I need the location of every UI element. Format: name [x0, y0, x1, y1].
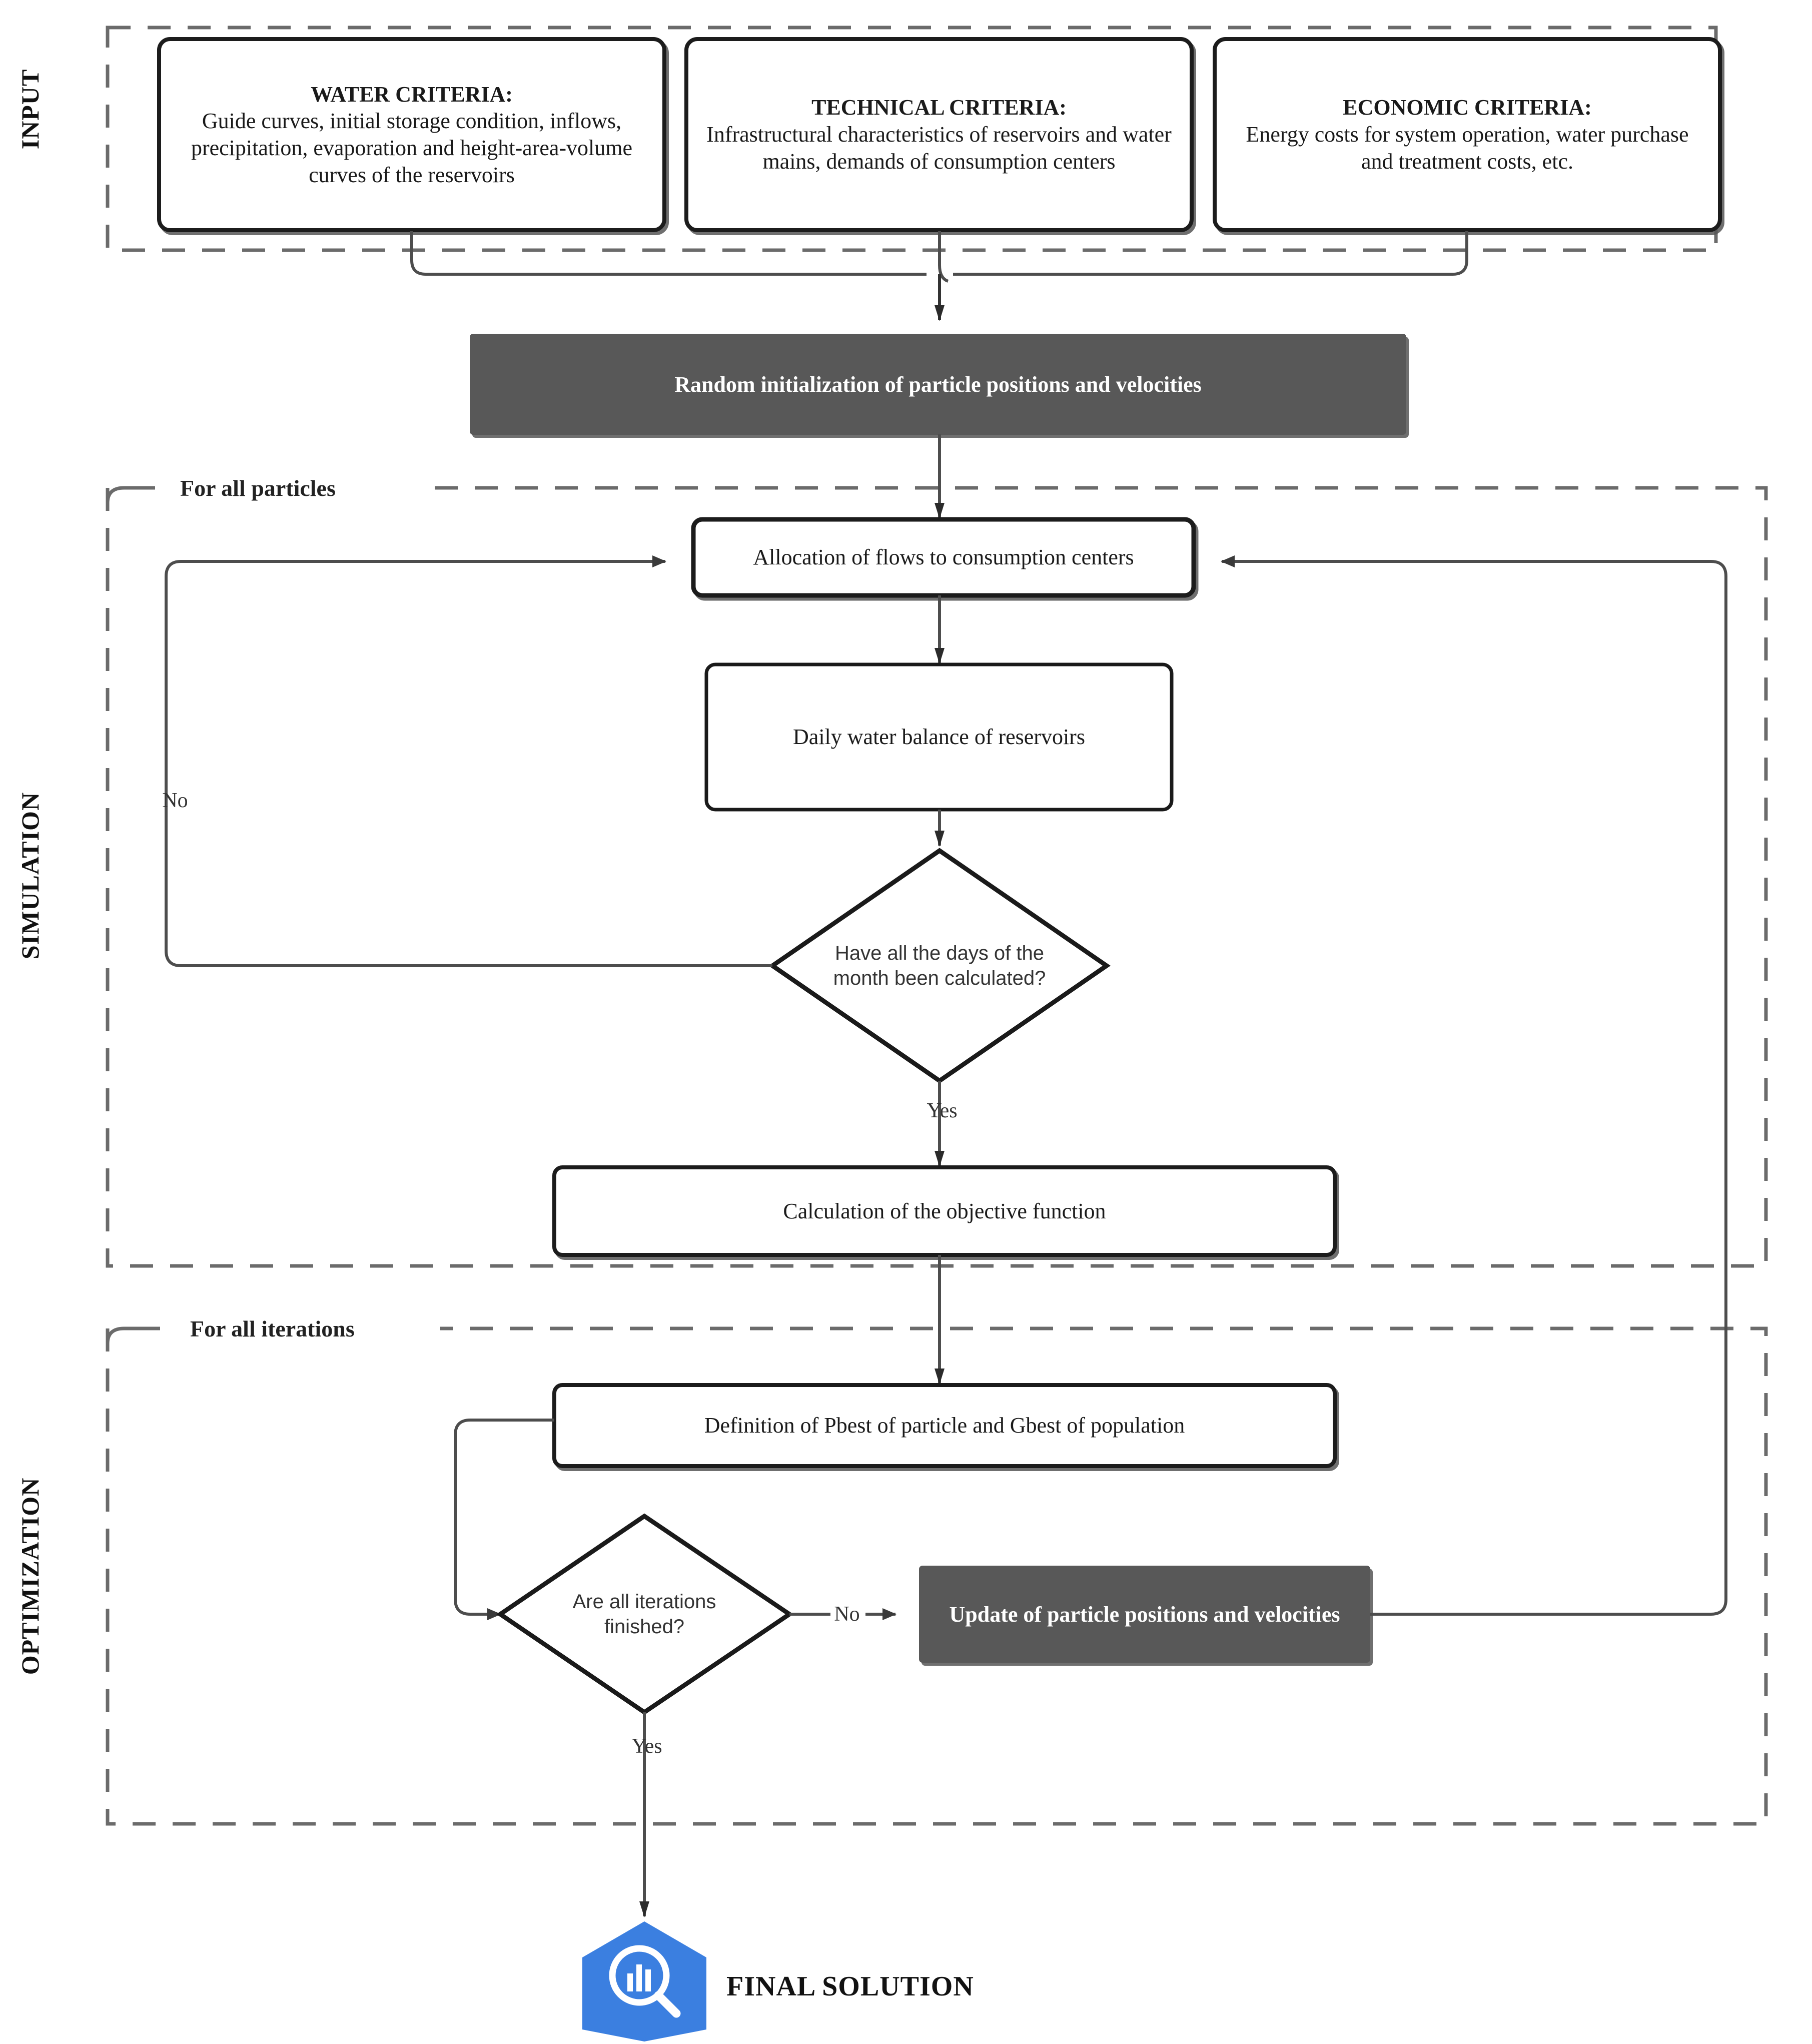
technical-criteria-body: Infrastructural characteristics of reser… — [706, 122, 1172, 174]
objective-box[interactable]: Calculation of the objective function — [560, 1168, 1329, 1254]
frame-label-particles-text: For all particles — [180, 475, 336, 501]
water-criteria-title: WATER CRITERIA: — [311, 82, 513, 107]
connector-update-to-allocation-loop — [1221, 555, 1727, 1616]
final-solution-label-text: FINAL SOLUTION — [726, 1971, 974, 2002]
edge-label-iterations-yes-text: Yes — [631, 1735, 662, 1758]
final-solution-label: FINAL SOLUTION — [726, 1966, 1077, 2006]
connector-days-no-loop — [165, 555, 772, 967]
edge-label-days-yes-text: Yes — [927, 1099, 958, 1122]
section-label-input-text: INPUT — [16, 69, 44, 150]
shape-allocation-box — [691, 517, 1196, 598]
iterations-decision-label: Are all iterations finished? — [572, 1591, 716, 1638]
days-decision[interactable]: Have all the days of the month been calc… — [820, 896, 1059, 1036]
allocation-box[interactable]: Allocation of flows to consumption cente… — [700, 520, 1187, 594]
technical-criteria-title: TECHNICAL CRITERIA: — [811, 95, 1067, 120]
frame-label-iterations-text: For all iterations — [190, 1315, 355, 1341]
balance-box-label: Daily water balance of reservoirs — [793, 725, 1085, 750]
pbest-box-label: Definition of Pbest of particle and Gbes… — [704, 1413, 1185, 1438]
init-box-label: Random initialization of particle positi… — [674, 372, 1202, 397]
frame-optimization — [106, 1326, 1768, 1826]
technical-criteria-box[interactable]: TECHNICAL CRITERIA: Infrastructural char… — [692, 43, 1186, 226]
connector-pbest-to-iterations — [454, 1419, 554, 1620]
frame-simulation — [106, 486, 1768, 1268]
allocation-box-label: Allocation of flows to consumption cente… — [753, 545, 1134, 570]
frame-label-particles: For all particles — [180, 469, 450, 506]
section-label-optimization-text: OPTIMIZATION — [16, 1477, 44, 1675]
balance-box[interactable]: Daily water balance of reservoirs — [712, 665, 1166, 809]
shape-objective-box — [552, 1165, 1337, 1257]
final-solution-icon — [582, 1921, 706, 2041]
edge-label-iterations-no: No — [819, 1599, 874, 1629]
edge-label-days-no: No — [145, 786, 205, 816]
economic-criteria-box[interactable]: ECONOMIC CRITERIA: Energy costs for syst… — [1221, 43, 1714, 226]
days-decision-label: Have all the days of the month been calc… — [833, 942, 1046, 989]
objective-box-label: Calculation of the objective function — [783, 1198, 1106, 1223]
water-criteria-body: Guide curves, initial storage condition,… — [191, 109, 633, 187]
iterations-decision[interactable]: Are all iterations finished? — [559, 1559, 729, 1669]
section-label-simulation: SIMULATION — [15, 781, 45, 971]
section-label-simulation-text: SIMULATION — [16, 792, 44, 960]
edge-label-iterations-no-text: No — [834, 1603, 860, 1626]
connector-inputs-merge — [410, 231, 1468, 321]
shape-economic-criteria-box — [1213, 37, 1722, 232]
pbest-box[interactable]: Definition of Pbest of particle and Gbes… — [560, 1386, 1329, 1465]
section-label-input: INPUT — [15, 49, 45, 169]
shape-technical-criteria-box — [684, 37, 1194, 232]
edge-label-days-yes: Yes — [910, 1096, 975, 1126]
water-criteria-box[interactable]: WATER CRITERIA: Guide curves, initial st… — [165, 43, 658, 226]
edge-label-iterations-yes: Yes — [614, 1731, 679, 1761]
shape-pbest-box — [552, 1383, 1337, 1468]
economic-criteria-body: Energy costs for system operation, water… — [1246, 122, 1689, 174]
economic-criteria-title: ECONOMIC CRITERIA: — [1343, 95, 1592, 120]
update-box[interactable]: Update of particle positions and velocit… — [920, 1566, 1370, 1662]
frame-label-iterations: For all iterations — [190, 1310, 470, 1347]
edge-label-days-no-text: No — [162, 789, 188, 812]
update-box-label: Update of particle positions and velocit… — [949, 1602, 1340, 1627]
shape-water-criteria-box — [157, 37, 666, 232]
init-box[interactable]: Random initialization of particle positi… — [470, 334, 1406, 434]
section-label-optimization: OPTIMIZATION — [15, 1461, 45, 1691]
